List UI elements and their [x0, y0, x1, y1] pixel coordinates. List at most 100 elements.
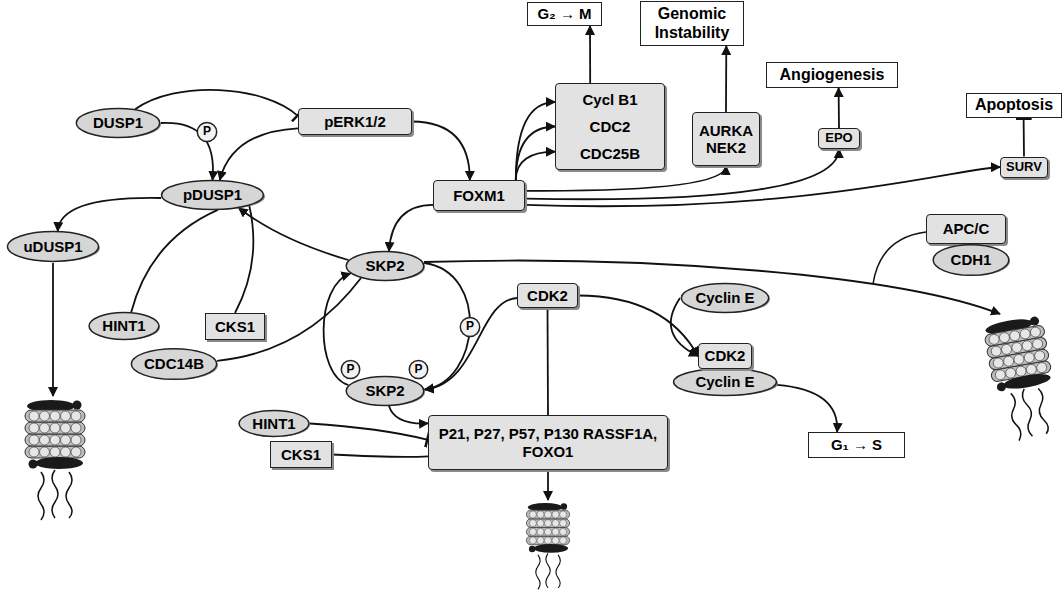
- connector-line: [235, 206, 253, 313]
- proteasome: [526, 503, 569, 589]
- connector: [412, 122, 470, 181]
- ellipse-body: [76, 109, 159, 138]
- connector: [389, 205, 433, 251]
- ellipse-body: [239, 411, 309, 437]
- connector: [838, 88, 839, 128]
- protein-box: AURKA NEK2: [692, 112, 760, 166]
- connector: [726, 46, 727, 112]
- phospho-circle: P: [197, 122, 217, 142]
- node-label: CKS1: [215, 318, 255, 335]
- protein-box: FOXM1: [433, 180, 525, 211]
- node-label: uDUSP1: [23, 238, 82, 255]
- ellipse-body: [409, 360, 427, 378]
- node-label: P: [203, 125, 211, 139]
- ellipse-body: [346, 252, 424, 281]
- protein-ellipse: DUSP1: [75, 108, 161, 138]
- connector-line: [516, 102, 555, 180]
- connector: [516, 102, 555, 180]
- connector: [590, 26, 591, 83]
- node-label: HINT1: [252, 415, 295, 432]
- node-label: FOXM1: [453, 187, 505, 204]
- connector-line: [547, 308, 549, 415]
- connector-line: [838, 88, 840, 128]
- protein-box: P21, P27, P57, P130 RASSF1A, FOXO1: [428, 415, 668, 470]
- connector: [332, 455, 428, 457]
- degradation-arrow: [424, 261, 1000, 314]
- connector: [310, 424, 428, 440]
- connector-line: [310, 424, 428, 440]
- connector-line: [332, 455, 428, 457]
- node-label: G₂ → M: [537, 5, 591, 22]
- protein-box: CDK2: [698, 343, 752, 369]
- connector: [777, 385, 837, 432]
- protein-box: CKS1: [270, 441, 332, 468]
- connector: [389, 406, 428, 424]
- protein-box: Cycl B1CDC2CDC25B: [555, 83, 665, 170]
- node-label: Cyclin E: [695, 289, 754, 306]
- connector: [239, 208, 348, 260]
- ellipse-body: [341, 360, 359, 378]
- node-label: Cyclin E: [695, 373, 754, 390]
- modulator-line: [873, 232, 926, 284]
- ellipse-body: [933, 245, 1009, 276]
- connector: [220, 128, 298, 180]
- protein-ellipse: SKP2: [345, 251, 425, 281]
- ellipse-body: [346, 377, 424, 406]
- connector-line: [516, 127, 555, 181]
- connector: [58, 198, 161, 231]
- node-label: SKP2: [365, 382, 404, 399]
- connector-line: [161, 123, 213, 180]
- node-label: pERK1/2: [324, 113, 386, 130]
- node-label: P: [466, 320, 474, 334]
- proteasome: [25, 400, 85, 520]
- outcome-box: Genomic Instability: [640, 1, 744, 46]
- node-label: Cycl B1: [582, 91, 637, 108]
- connector: [547, 308, 549, 415]
- phospho-circle: P: [460, 317, 480, 337]
- node-label: CDK2: [527, 287, 568, 304]
- connector-line: [525, 167, 1000, 206]
- connector-line: [131, 210, 218, 312]
- protein-ellipse: Cyclin E: [672, 368, 778, 396]
- protein-ellipse: pDUSP1: [160, 180, 265, 210]
- ellipse-body: [162, 181, 264, 210]
- node-label: EPO: [825, 131, 852, 146]
- outcome-box: Angiogenesis: [766, 62, 898, 88]
- connector-line: [516, 152, 555, 180]
- ellipse-body: [674, 369, 777, 396]
- protein-ellipse: CDC14B: [130, 348, 218, 380]
- node-label: CDC14B: [144, 355, 204, 372]
- connector: [235, 206, 253, 313]
- ellipse-body: [131, 349, 216, 380]
- node-label: DUSP1: [93, 114, 143, 131]
- protein-box: CKS1: [205, 313, 265, 340]
- node-label: Genomic Instability: [645, 5, 739, 42]
- connector: [135, 90, 298, 116]
- protein-box: EPO: [818, 128, 860, 149]
- connector-line: [1023, 118, 1025, 157]
- ellipse-body: [460, 317, 479, 336]
- node-label: G₁ → S: [831, 436, 882, 453]
- node-label: CDH1: [951, 251, 992, 268]
- protein-ellipse: HINT1: [88, 312, 160, 340]
- protein-ellipse: uDUSP1: [6, 231, 100, 262]
- node-label: APC/C: [943, 220, 990, 237]
- node-label: HINT1: [102, 317, 145, 334]
- ellipse-body: [197, 122, 216, 141]
- node-label: P: [414, 363, 422, 377]
- protein-ellipse: HINT1: [238, 410, 310, 437]
- degradation-arrow: [52, 263, 54, 396]
- protein-box: pERK1/2: [298, 108, 412, 135]
- connector: [425, 298, 517, 390]
- protein-box: APC/C: [926, 214, 1006, 244]
- degradation-arrow: [547, 471, 549, 500]
- outcome-box: Apoptosis: [966, 93, 1062, 118]
- ellipse-body: [681, 284, 768, 313]
- ellipse-body: [7, 232, 98, 262]
- connector-line: [578, 296, 698, 357]
- connector-line: [389, 406, 428, 424]
- connector-line: [220, 128, 298, 180]
- ellipse-body: [89, 313, 159, 340]
- connector: [525, 167, 1000, 206]
